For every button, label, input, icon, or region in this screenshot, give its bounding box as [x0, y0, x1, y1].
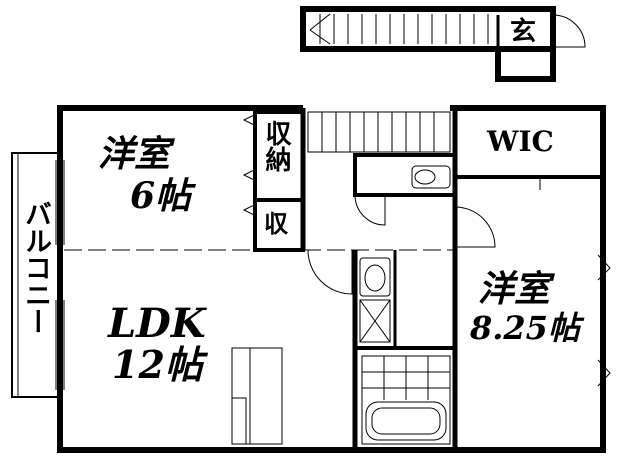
- closet-door-marks: [242, 114, 255, 216]
- western-room-1-size: 6帖: [130, 175, 192, 217]
- balcony-outline: [11, 152, 65, 398]
- entrance-door-swing: [552, 14, 586, 48]
- door-swings: [242, 114, 611, 387]
- ldk-name: LDK: [108, 300, 206, 347]
- ldk-door-swing: [307, 249, 353, 295]
- western-room-2-name: 洋室: [478, 268, 551, 310]
- closet-2-label: 収: [264, 209, 288, 238]
- upper-stairs: [309, 13, 489, 45]
- toilet-door-swing: [354, 194, 386, 226]
- entrance-label: 玄: [510, 17, 537, 47]
- wic-label: WIC: [487, 125, 554, 158]
- western-room-2-size: 8.25帖: [470, 309, 580, 347]
- western-room-2-door-swing: [454, 206, 496, 248]
- western-room-1-name: 洋室: [98, 133, 171, 175]
- balcony-label: バルコニー: [20, 200, 51, 335]
- entrance-block: [300, 6, 586, 82]
- closet-1-label: 収納: [261, 120, 291, 172]
- inner-stairs: [307, 111, 451, 153]
- ldk-size: 12帖: [112, 342, 203, 387]
- fixtures: [231, 165, 451, 445]
- wic-door-swing: [505, 176, 541, 190]
- window-mark-right: [597, 254, 611, 387]
